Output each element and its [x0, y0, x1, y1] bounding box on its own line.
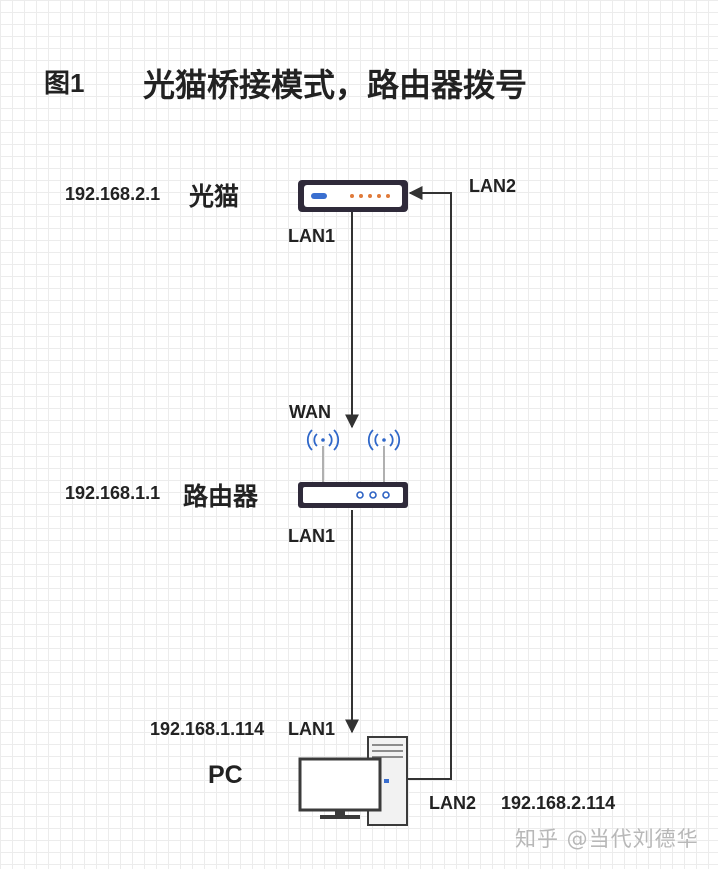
- pc-port-lan1: LAN1: [288, 719, 336, 739]
- pc-monitor-icon: [298, 757, 382, 819]
- modem-ip: 192.168.2.1: [65, 184, 161, 204]
- modem-name: 光猫: [189, 182, 240, 211]
- figure-label: 图1: [44, 68, 85, 98]
- pc-name: PC: [208, 761, 243, 789]
- modem-port-lan2: LAN2: [469, 176, 517, 196]
- wifi-signal-icon: [306, 429, 340, 451]
- watermark: 知乎 @当代刘德华: [515, 827, 699, 851]
- router-port-lan1: LAN1: [288, 526, 336, 546]
- router-icon: [298, 446, 408, 508]
- pc-ip-lan2: 192.168.2.114: [501, 793, 616, 813]
- pc-ip-lan1: 192.168.1.114: [150, 719, 265, 739]
- wifi-signal-icon: [367, 429, 401, 451]
- modem-port-lan1: LAN1: [288, 226, 336, 246]
- pc-port-lan2: LAN2: [429, 793, 477, 813]
- router-name: 路由器: [183, 482, 259, 511]
- modem-icon: [298, 180, 408, 212]
- router-port-wan: WAN: [289, 402, 331, 422]
- diagram-title: 光猫桥接模式，路由器拨号: [143, 66, 528, 104]
- router-ip: 192.168.1.1: [65, 483, 161, 503]
- link-pc-to-modem: [408, 186, 452, 780]
